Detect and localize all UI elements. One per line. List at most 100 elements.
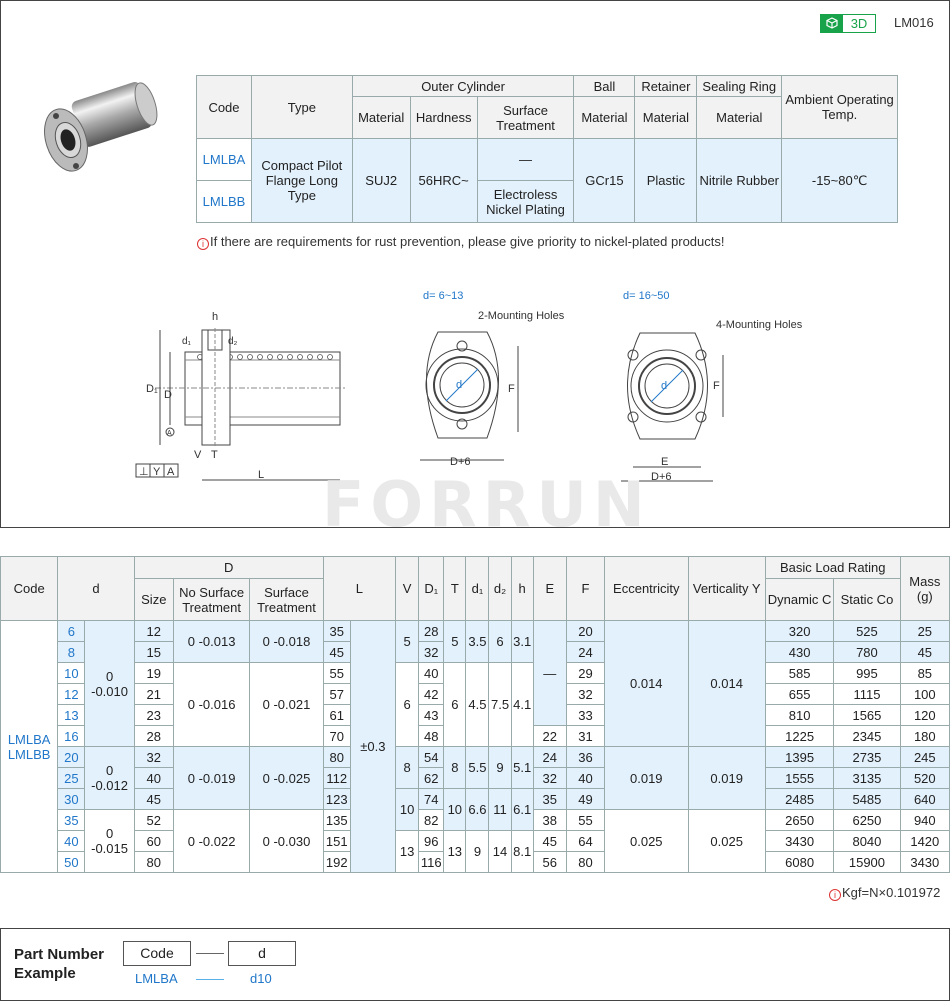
D-tol-no: 0 -0.019	[172, 746, 251, 810]
d-value: 50	[57, 851, 86, 873]
th-size: Size	[133, 578, 174, 621]
d-value: 16	[57, 725, 86, 747]
V-value: 8	[395, 746, 420, 789]
dyn-value: 810	[764, 704, 835, 726]
mass-value: 3430	[899, 851, 950, 873]
F-value: 55	[565, 809, 606, 831]
retainer-cell: Plastic	[634, 138, 698, 223]
th-code: Code	[0, 556, 59, 621]
th-type: Type	[250, 75, 353, 139]
d-value: 20	[57, 746, 86, 768]
stat-value: 5485	[833, 788, 901, 810]
h-value: 6.1	[510, 788, 534, 831]
vert-value: 0.014	[687, 620, 766, 747]
th-verticality: Verticality Y	[687, 556, 766, 621]
dim-V: V	[194, 449, 202, 461]
d-value: 25	[57, 767, 86, 789]
h-value: 4.1	[510, 662, 534, 747]
table-row: LMLBA LMLBB 6 0 -0.010 12 0 -0.013 0 -0.…	[0, 620, 950, 873]
dim-h: h	[212, 311, 218, 323]
d-value: 13	[57, 704, 86, 726]
mass-value: 940	[899, 809, 950, 831]
th-code: Code	[196, 75, 252, 139]
dyn-value: 2485	[764, 788, 835, 810]
th-sealing-material: Material	[696, 96, 783, 139]
d-tol: 0 -0.015	[84, 809, 135, 873]
table-row: 20 0 -0.012 32 0 -0.019 0 -0.025 80 8 54…	[1, 746, 950, 810]
dyn-value: 585	[764, 662, 835, 684]
stat-value: 15900	[833, 851, 901, 873]
th-F: F	[565, 556, 606, 621]
D-tol-no: 0 -0.022	[172, 809, 251, 873]
th-load-rating: Basic Load Rating	[764, 556, 901, 579]
dim-F-large: F	[713, 380, 720, 392]
code-lmlbb[interactable]: LMLBB	[196, 180, 252, 223]
D1-value: 74	[418, 788, 445, 810]
stat-value: 1115	[833, 683, 901, 705]
stat-value: 525	[833, 620, 901, 642]
th-hardness: Hardness	[409, 96, 478, 139]
T-value: 6	[443, 662, 467, 747]
front-view-small: d F D+6	[420, 331, 519, 468]
V-value: 6	[395, 662, 420, 747]
label-d-small: d= 6~13	[423, 290, 464, 302]
dyn-value: 2650	[764, 809, 835, 831]
dim-d2: d₂	[228, 336, 238, 347]
V-value: 10	[395, 788, 420, 831]
info-icon: i	[829, 889, 841, 901]
label-d-large: d= 16~50	[623, 290, 670, 302]
d2-value: 7.5	[488, 662, 512, 747]
side-view-drawing: D₁ D A h d₁ d₂ V T L ⊥ Y A	[135, 311, 345, 481]
dyn-value: 430	[764, 641, 835, 663]
ecc-value: 0.019	[604, 746, 689, 810]
d1-value: 6.6	[465, 788, 490, 831]
tol-Y: Y	[153, 466, 161, 478]
dim-L: L	[258, 469, 264, 481]
front-view-large: d F E D+6	[621, 332, 724, 483]
L-tol: ±0.3	[349, 620, 397, 873]
D-tol-s: 0 -0.025	[249, 746, 324, 810]
code-lmlba[interactable]: LMLBA	[196, 138, 252, 181]
d-tol: 0 -0.012	[84, 746, 135, 810]
part-field-separator	[196, 953, 224, 954]
callout-2-holes: 2-Mounting Holes	[478, 310, 565, 322]
th-h: h	[510, 556, 534, 621]
mass-value: 640	[899, 788, 950, 810]
th-ball-material: Material	[573, 96, 636, 139]
dim-D1: D₁	[146, 383, 158, 395]
tol-perp: ⊥	[139, 466, 149, 478]
ball-cell: GCr15	[573, 138, 636, 223]
dyn-value: 1225	[764, 725, 835, 747]
D-tol-s: 0 -0.030	[249, 809, 324, 873]
h-value: 3.1	[510, 620, 534, 663]
sealing-cell: Nitrile Rubber	[696, 138, 783, 223]
dyn-value: 3430	[764, 830, 835, 852]
d2-value: 11	[488, 788, 512, 831]
mass-value: 245	[899, 746, 950, 768]
th-ball: Ball	[573, 75, 636, 97]
d-value: 8	[57, 641, 86, 663]
F-value: 36	[565, 746, 606, 768]
dim-D6: D+6	[450, 456, 471, 468]
L-value: 112	[322, 767, 351, 789]
L-value: 135	[322, 809, 351, 831]
3d-view-button[interactable]: 3D	[820, 13, 876, 33]
dim-d-front-large: d	[661, 380, 667, 392]
table-row: 10 19 0 -0.016 0 -0.021 55 6 40 6 4.5 7.…	[1, 662, 950, 747]
mass-value: 100	[899, 683, 950, 705]
D1-value: 116	[418, 851, 445, 873]
info-icon: i	[197, 238, 209, 250]
size-value: 15	[133, 641, 174, 663]
hardness-cell: 56HRC~	[409, 138, 478, 223]
F-value: 64	[565, 830, 606, 852]
stat-value: 2345	[833, 725, 901, 747]
code-cell[interactable]: LMLBA LMLBB	[0, 620, 59, 873]
th-retainer: Retainer	[634, 75, 698, 97]
E-value: 22	[532, 725, 567, 747]
T-value: 13	[443, 830, 467, 873]
temp-cell: -15~80℃	[781, 138, 898, 223]
D-tol-no: 0 -0.016	[172, 662, 251, 747]
D1-value: 96	[418, 830, 445, 852]
size-value: 40	[133, 767, 174, 789]
